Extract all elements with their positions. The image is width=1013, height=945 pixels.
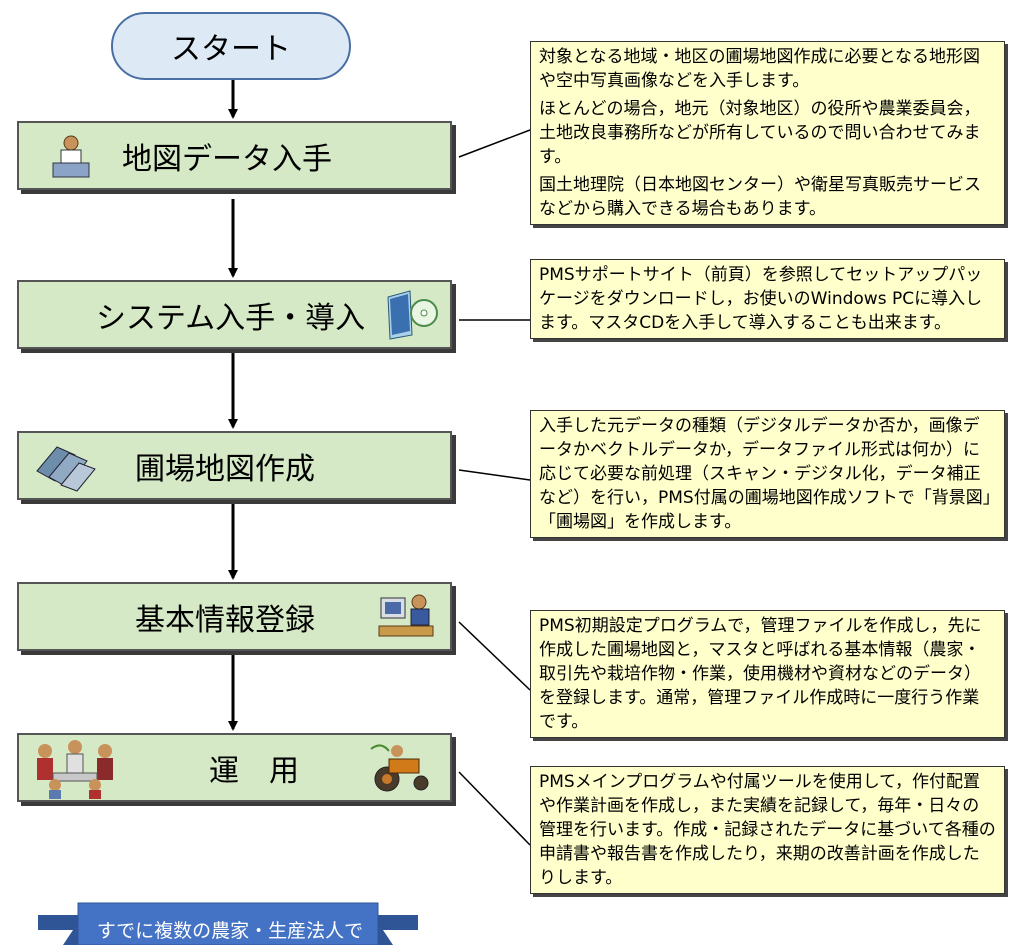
step-label: 地図データ入手 [122, 141, 332, 177]
step-label: 基本情報登録 [135, 602, 315, 638]
step-system-install: システム入手・導入 [17, 280, 452, 349]
start-label: スタート [171, 32, 291, 67]
note-paragraph: PMSサポートサイト（前頁）を参照してセットアップパッケージをダウンロードし，お… [539, 265, 983, 333]
note-paragraph: ほとんどの場合，地元（対象地区）の役所や農業委員会，土地改良事務所などが所有して… [539, 99, 981, 167]
note-paragraph: 国土地理院（日本地図センター）や衛星写真販売サービスなどから購入できる場合もあり… [539, 175, 981, 219]
note-operation: PMSメインプログラムや付属ツールを使用して，作付配置や作業計画を作成し，また実… [530, 766, 1005, 894]
note-field-map: 入手した元データの種類（デジタルデータか否か，画像データかベクトルデータか，デー… [530, 410, 1005, 538]
note-paragraph: PMS初期設定プログラムで，管理ファイルを作成し，先に作成した圃場地図と，マスタ… [539, 616, 982, 732]
note-paragraph: 入手した元データの種類（デジタルデータか否か，画像データかベクトルデータか，デー… [539, 416, 992, 532]
note-paragraph: 対象となる地域・地区の圃場地図作成に必要となる地形図や空中写真画像などを入手しま… [539, 47, 980, 91]
leader-line-4 [458, 621, 531, 691]
leader-line-1 [458, 129, 531, 158]
people-meeting-icon [37, 740, 113, 799]
note-paragraph: PMSメインプログラムや付属ツールを使用して，作付配置や作業計画を作成し，また実… [539, 772, 996, 888]
step-label: 圃場地図作成 [135, 451, 315, 487]
banner-ribbon [38, 902, 418, 945]
start-terminal: スタート [111, 12, 351, 80]
computer-operator-icon [378, 594, 434, 637]
note-system-install: PMSサポートサイト（前頁）を参照してセットアップパッケージをダウンロードし，お… [530, 259, 1005, 339]
cd-disc-icon [387, 290, 438, 340]
banner-text: すでに複数の農家・生産法人で [96, 920, 364, 942]
maps-icon [36, 446, 96, 492]
leader-line-5 [458, 771, 531, 846]
step-label: システム入手・導入 [96, 300, 366, 336]
step-map-data: 地図データ入手 [17, 121, 452, 190]
person-at-desk-icon [52, 135, 90, 178]
step-field-map: 圃場地図作成 [17, 431, 452, 500]
note-map-data: 対象となる地域・地区の圃場地図作成に必要となる地形図や空中写真画像などを入手しま… [530, 41, 1005, 225]
tractor-icon [370, 744, 429, 792]
step-basic-info: 基本情報登録 [17, 582, 452, 651]
step-operation: 運 用 [17, 733, 452, 802]
note-basic-info: PMS初期設定プログラムで，管理ファイルを作成し，先に作成した圃場地図と，マスタ… [530, 610, 1005, 738]
leader-line-3 [458, 469, 531, 481]
step-label: 運 用 [209, 753, 299, 789]
